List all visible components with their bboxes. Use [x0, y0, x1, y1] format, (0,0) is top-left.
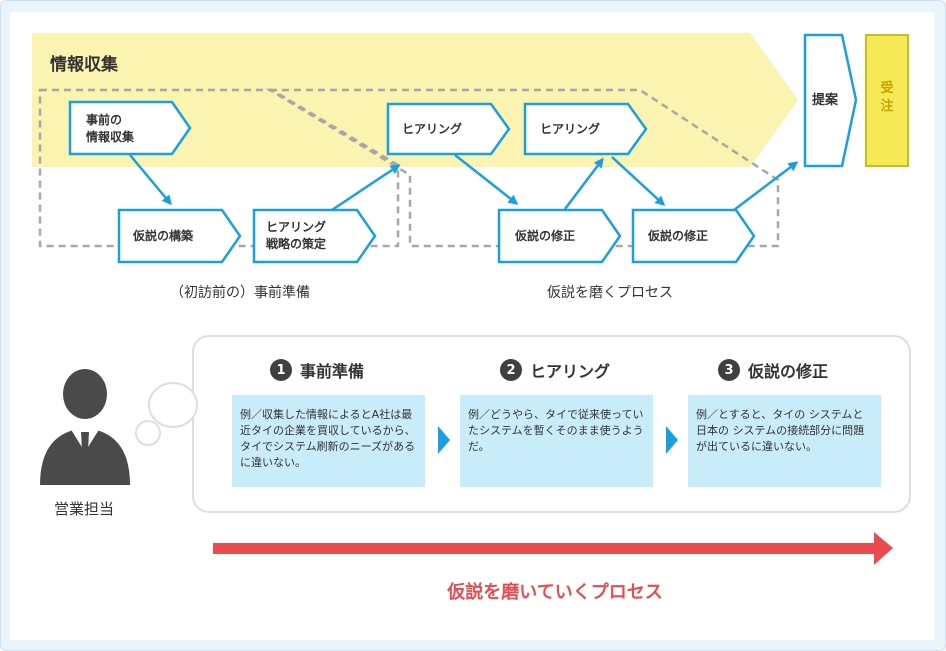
refine-dashed-outline: [265, 88, 780, 248]
arrow-prior-to-build: [129, 154, 172, 206]
prior-info-line2: 情報収集: [86, 130, 135, 144]
hearing-strategy-line2: 戦略の策定: [266, 237, 327, 251]
step-2-number: 2: [500, 359, 522, 381]
box-prior-info-label: 事前の 情報収集: [86, 112, 134, 146]
box-order-label: 受注: [880, 81, 894, 114]
arrow-revise-to-hearing: [564, 157, 604, 210]
box-hypothesis-build-label: 仮説の構築: [133, 229, 194, 243]
box-hypothesis-build: [117, 208, 242, 264]
caption-refine-process: 仮説を磨くプロセス: [547, 285, 673, 301]
box-hearing-strategy-label: ヒアリング 戦略の策定: [266, 219, 326, 253]
process-arrow-head: [874, 532, 893, 565]
box-proposal: [803, 33, 858, 168]
step-2-header: 2 ヒアリング: [500, 358, 610, 382]
step-3-example: 例／とすると、タイの システムと日本の システムの接続部分に問題が出ているに違い…: [688, 395, 881, 487]
step-1-title: 事前準備: [300, 362, 365, 381]
step-3-header: 3 仮説の修正: [718, 358, 828, 382]
arrow-hearing-to-revise-2: [611, 156, 666, 207]
box-prior-info: [68, 100, 192, 156]
step-3-number: 3: [718, 359, 740, 381]
thought-bubble-small: [135, 420, 161, 446]
arrow-hearing-to-revise: [454, 154, 519, 205]
prep-dashed-outline: [38, 88, 400, 248]
box-order: [865, 34, 909, 167]
caption-preparation: （初訪前の）事前準備: [170, 285, 310, 301]
arrow-strategy-to-hearing: [331, 164, 401, 212]
step-1-example: 例／収集した情報によるとA社は最近タイの企業を買収しているから、タイでシステム刷…: [232, 395, 425, 487]
box-hearing-2-label: ヒアリング: [540, 122, 601, 136]
step-2-example: 例／どうやら、タイで従来使っていたシステムを暫くそのまま使うようだ。: [460, 395, 653, 487]
box-hearing-2: [523, 102, 648, 156]
process-caption: 仮説を磨いていくプロセス: [447, 582, 663, 603]
salesperson-label: 営業担当: [53, 500, 114, 518]
box-hearing-1-label: ヒアリング: [402, 122, 463, 136]
box-revise-1-label: 仮説の修正: [515, 229, 576, 243]
salesperson-icon: [40, 369, 130, 485]
step-1-header: 1 事前準備: [270, 358, 364, 382]
box-revise-1: [497, 208, 622, 264]
info-gathering-title: 情報収集: [50, 55, 118, 75]
box-hearing-1: [386, 102, 511, 156]
process-arrow-shaft: [213, 543, 877, 554]
prior-info-line1: 事前の: [86, 113, 123, 127]
thought-bubble-large: [148, 382, 198, 428]
hearing-strategy-line1: ヒアリング: [266, 220, 327, 234]
box-revise-2: [631, 208, 756, 264]
box-hearing-strategy: [252, 208, 377, 264]
box-revise-2-label: 仮説の修正: [648, 229, 709, 243]
step-1-number: 1: [270, 359, 292, 381]
step-arrow-1-icon: [438, 426, 450, 454]
step-arrow-2-icon: [666, 426, 678, 454]
arrow-revise-to-proposal: [733, 161, 799, 211]
step-3-title: 仮説の修正: [748, 362, 829, 381]
box-proposal-label: 提案: [812, 93, 839, 108]
step-2-title: ヒアリング: [530, 362, 611, 381]
